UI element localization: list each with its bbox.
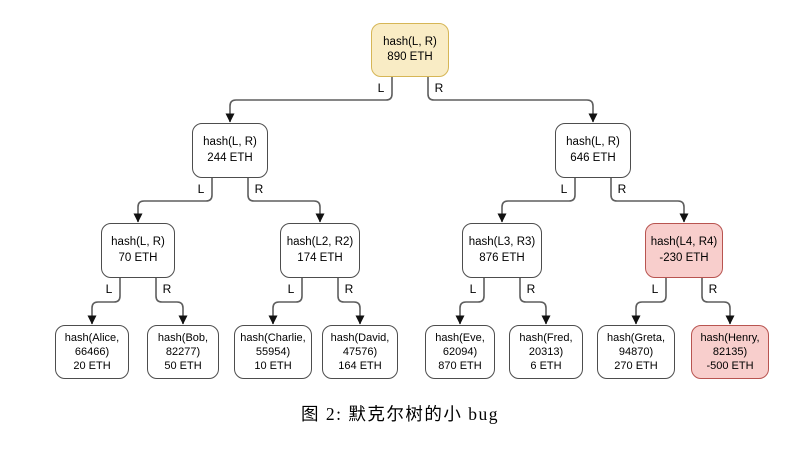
node-line: 164 ETH — [338, 360, 382, 373]
node-line: hash(Henry, — [700, 331, 760, 344]
edge-label-n3c-L: L — [470, 282, 477, 296]
node-line: hash(Fred, — [519, 331, 573, 344]
tree-edge-n3b-l3 — [268, 278, 303, 325]
node-line: hash(L, R) — [203, 136, 257, 149]
tree-node-n3d: hash(L4, R4) -230 ETH — [645, 223, 723, 278]
figure-caption: 图 2: 默克尔树的小 bug — [301, 404, 499, 424]
node-line: 244 ETH — [207, 151, 253, 164]
tree-node-l6: hash(Fred,20313) 6 ETH — [509, 325, 583, 379]
node-line: hash(L4, R4) — [650, 236, 718, 249]
node-line: hash(L, R) — [383, 35, 437, 48]
edge-label-n3d-L: L — [652, 282, 659, 296]
tree-edge-n3c-l6 — [519, 278, 551, 325]
tree-node-l4: hash(David,47576) 164 ETH — [322, 325, 398, 379]
tree-node-n2r: hash(L, R) 646 ETH — [555, 123, 631, 178]
node-line: hash(David, — [330, 331, 390, 344]
tree-edge-n3c-l5 — [455, 278, 485, 325]
node-line: 50 ETH — [164, 360, 202, 373]
tree-edge-n3a-l2 — [155, 278, 188, 325]
tree-node-n3b: hash(L2, R2) 174 ETH — [280, 223, 360, 278]
node-line: hash(Greta, — [606, 331, 666, 344]
node-line: hash(Alice, — [64, 331, 120, 344]
node-line: hash(Eve, — [435, 331, 485, 344]
node-line: 890 ETH — [387, 51, 433, 63]
tree-edge-n2r-n3c — [497, 178, 576, 223]
edge-label-root-R: R — [435, 81, 444, 95]
edge-label-n3a-R: R — [163, 282, 172, 296]
node-line: hash(L3, R3) — [468, 236, 536, 249]
node-line: 82135) — [712, 345, 748, 358]
node-line: 62094) — [442, 345, 478, 358]
node-line: -230 ETH — [659, 251, 709, 264]
node-line: hash(L, R) — [111, 236, 165, 249]
edge-label-n2r-R: R — [618, 182, 627, 196]
edge-label-n2l-L: L — [198, 182, 205, 196]
node-line: 82277) — [165, 345, 201, 358]
tree-edge-root-n2r — [427, 77, 598, 123]
tree-node-n3c: hash(L3, R3) 876 ETH — [462, 223, 542, 278]
node-line: 876 ETH — [479, 251, 525, 264]
edge-label-n2r-L: L — [561, 182, 568, 196]
node-line: hash(Charlie, — [240, 331, 306, 344]
tree-node-root: hash(L, R) 890 ETH — [371, 23, 449, 77]
edge-label-n3a-L: L — [106, 282, 113, 296]
tree-node-n3a: hash(L, R) 70 ETH — [101, 223, 175, 278]
tree-edge-n3d-l8 — [701, 278, 735, 325]
node-line: 66466) — [74, 345, 110, 358]
edge-label-n3d-R: R — [709, 282, 718, 296]
tree-node-l1: hash(Alice,66466) 20 ETH — [55, 325, 129, 379]
node-line: hash(L2, R2) — [286, 236, 354, 249]
node-line: 20313) — [528, 345, 564, 358]
node-line: 55954) — [255, 345, 291, 358]
tree-node-l3: hash(Charlie,55954) 10 ETH — [234, 325, 312, 379]
tree-edge-root-n2l — [225, 77, 393, 123]
node-line: 94870) — [618, 345, 654, 358]
node-line: -500 ETH — [706, 360, 754, 373]
node-line: hash(L, R) — [566, 136, 620, 149]
tree-node-l7: hash(Greta,94870) 270 ETH — [597, 325, 675, 379]
tree-edge-n3a-l1 — [87, 278, 121, 325]
tree-edge-n3b-l4 — [337, 278, 365, 325]
node-line: 870 ETH — [438, 360, 482, 373]
edge-label-n3b-L: L — [288, 282, 295, 296]
tree-node-n2l: hash(L, R) 244 ETH — [192, 123, 268, 178]
node-line: 646 ETH — [570, 151, 616, 164]
edge-label-root-L: L — [378, 81, 385, 95]
node-line: hash(Bob, — [157, 331, 209, 344]
edge-label-n2l-R: R — [255, 182, 264, 196]
node-line: 270 ETH — [614, 360, 658, 373]
node-line: 20 ETH — [73, 360, 111, 373]
tree-edge-n3d-l7 — [631, 278, 667, 325]
node-line: 10 ETH — [254, 360, 292, 373]
tree-edge-n2l-n3a — [133, 178, 213, 223]
tree-edge-n2l-n3b — [247, 178, 325, 223]
tree-node-l8: hash(Henry,82135) -500 ETH — [691, 325, 769, 379]
node-line: 6 ETH — [530, 360, 562, 373]
tree-node-l5: hash(Eve,62094) 870 ETH — [425, 325, 495, 379]
tree-node-l2: hash(Bob,82277) 50 ETH — [147, 325, 219, 379]
edge-label-n3b-R: R — [345, 282, 354, 296]
node-line: 47576) — [342, 345, 378, 358]
node-line: 70 ETH — [118, 251, 158, 264]
node-line: 174 ETH — [297, 251, 343, 264]
tree-edge-n2r-n3d — [610, 178, 689, 223]
edge-label-n3c-R: R — [527, 282, 536, 296]
